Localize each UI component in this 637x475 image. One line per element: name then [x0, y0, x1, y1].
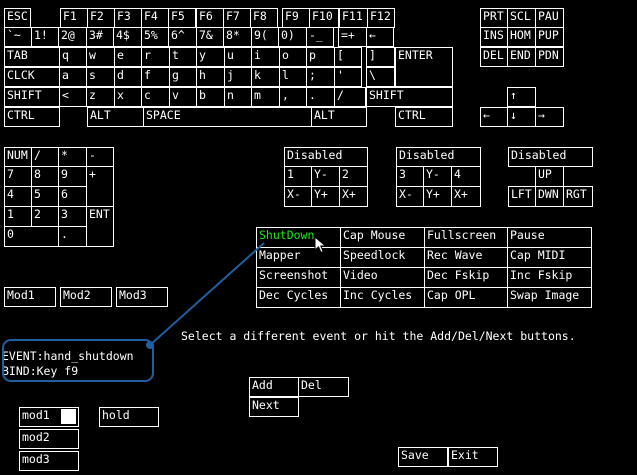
key-ralt[interactable]: ALT	[311, 107, 367, 127]
key-pageup[interactable]: PUP	[535, 27, 564, 47]
hat-right[interactable]: RGT	[563, 186, 593, 207]
key-y[interactable]: y	[196, 47, 225, 67]
key-minus[interactable]: -_	[306, 27, 334, 47]
key-home[interactable]: HOM	[507, 27, 536, 47]
mod1-checkbox-checked[interactable]	[61, 409, 76, 424]
event-speedlock[interactable]: Speedlock	[340, 247, 425, 268]
joystick1-disabled[interactable]: Disabled	[284, 147, 368, 167]
event-pause[interactable]: Pause	[507, 227, 592, 248]
add-button[interactable]: Add	[249, 377, 299, 397]
key-lessthan[interactable]: <	[59, 87, 87, 107]
key-c[interactable]: c	[141, 87, 170, 107]
key-pagedown[interactable]: PDN	[535, 47, 564, 67]
key-backspace[interactable]: ←	[366, 27, 394, 47]
event-cap-opl[interactable]: Cap OPL	[424, 287, 508, 308]
instruction-text: Select a different event or hit the Add/…	[181, 329, 576, 343]
joystick2-x-plus[interactable]: X+	[451, 186, 481, 207]
key-rshift[interactable]: SHIFT	[366, 87, 453, 107]
exit-button[interactable]: Exit	[448, 447, 498, 467]
joystick1-x-plus[interactable]: X+	[339, 186, 368, 207]
key-6[interactable]: 6^	[168, 27, 197, 47]
key-right-arrow[interactable]: →	[535, 107, 564, 127]
key-backslash[interactable]: \	[366, 67, 395, 87]
event-dec-fskip[interactable]: Dec Fskip	[424, 267, 508, 288]
numpad-enter[interactable]: ENT	[86, 206, 114, 247]
event-name: EVENT:hand_shutdown	[2, 349, 134, 363]
key-equals[interactable]: =+	[338, 27, 367, 47]
numpad-0[interactable]: 0	[4, 226, 59, 247]
key-esc[interactable]: ESC	[4, 8, 31, 28]
mod3-option[interactable]: mod3	[19, 451, 79, 471]
key-5[interactable]: 5%	[141, 27, 169, 47]
joystick1-y-plus[interactable]: Y+	[311, 186, 340, 207]
numpad-decimal[interactable]: .	[58, 226, 87, 247]
hat-left[interactable]: LFT	[508, 186, 536, 207]
event-dec-cycles[interactable]: Dec Cycles	[256, 287, 341, 308]
key-up-arrow[interactable]: ↑	[507, 87, 536, 107]
annotation-highlight-box	[2, 339, 154, 382]
key-rctrl[interactable]: CTRL	[395, 107, 453, 127]
event-inc-fskip[interactable]: Inc Fskip	[507, 267, 592, 288]
event-cap-mouse[interactable]: Cap Mouse	[340, 227, 425, 248]
mouse-cursor-icon	[314, 236, 327, 254]
mod3-key[interactable]: Mod3	[116, 287, 168, 307]
key-rbracket[interactable]: ]	[366, 47, 395, 67]
key-end[interactable]: END	[507, 47, 536, 67]
key-d[interactable]: d	[114, 67, 142, 87]
next-button[interactable]: Next	[249, 397, 299, 417]
key-4[interactable]: 4$	[113, 27, 142, 47]
hold-option[interactable]: hold	[99, 407, 159, 427]
key-left-arrow[interactable]: ←	[480, 107, 508, 127]
annotation-line	[149, 242, 265, 346]
event-inc-cycles[interactable]: Inc Cycles	[340, 287, 425, 308]
key-quote[interactable]: '	[334, 67, 362, 87]
key-e[interactable]: e	[114, 47, 142, 67]
key-backtick[interactable]: `~	[4, 27, 32, 47]
key-f1[interactable]: F1	[60, 8, 88, 28]
annotation-dot	[146, 341, 154, 349]
bind-name: BIND:Key f9	[2, 364, 79, 378]
key-r[interactable]: r	[141, 47, 170, 67]
mod2-key[interactable]: Mod2	[60, 287, 112, 307]
numpad-numlock[interactable]: NUM	[4, 147, 32, 167]
key-lbracket[interactable]: [	[334, 47, 362, 67]
key-lshift[interactable]: SHIFT	[4, 87, 60, 107]
key-f5[interactable]: F5	[168, 8, 196, 28]
key-enter[interactable]: ENTER	[395, 47, 453, 87]
key-9[interactable]: 9(	[251, 27, 279, 47]
key-slash[interactable]: /	[334, 87, 366, 107]
key-prtscr[interactable]: PRT	[480, 8, 508, 28]
joystick1-x-minus[interactable]: X-	[284, 186, 312, 207]
joystick2-y-plus[interactable]: Y+	[423, 186, 452, 207]
mod2-option[interactable]: mod2	[19, 429, 79, 449]
key-f12[interactable]: F12	[367, 8, 395, 28]
key-f8[interactable]: F8	[250, 8, 278, 28]
hat-disabled[interactable]: Disabled	[508, 147, 593, 167]
key-m[interactable]: m	[251, 87, 280, 107]
key-l[interactable]: l	[279, 67, 307, 87]
save-button[interactable]: Save	[398, 447, 448, 467]
event-swap-image[interactable]: Swap Image	[507, 287, 592, 308]
key-f2[interactable]: F2	[87, 8, 115, 28]
mod1-key[interactable]: Mod1	[4, 287, 56, 307]
key-lctrl[interactable]: CTRL	[4, 107, 60, 127]
del-button[interactable]: Del	[298, 377, 349, 397]
key-1[interactable]: 1!	[31, 27, 59, 47]
